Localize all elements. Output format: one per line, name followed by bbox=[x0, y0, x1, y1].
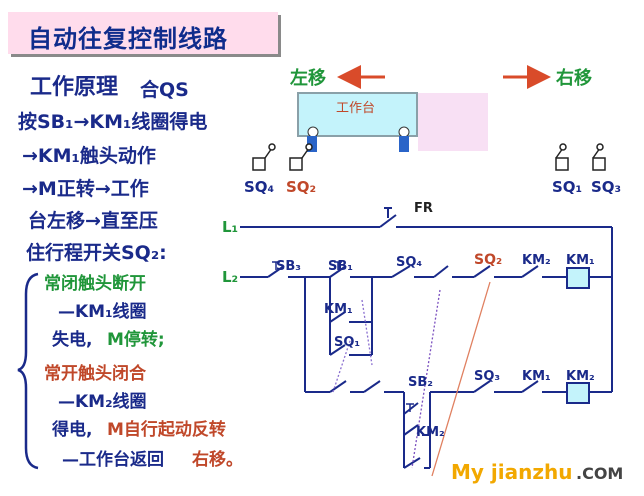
sq1-contact-label: SQ₁ bbox=[334, 335, 360, 350]
roller-left-icon bbox=[307, 126, 319, 152]
limit-switch-sq2-icon bbox=[289, 143, 313, 171]
no-line-3b: 右移。 bbox=[192, 450, 243, 470]
principle-qs: 合QS bbox=[140, 79, 189, 101]
text-line-1: 按SB₁→KM₁线圈得电 bbox=[18, 111, 208, 133]
text-line-4: 台左移→直至压 bbox=[28, 210, 158, 232]
sq4-contact-label: SQ₄ bbox=[396, 255, 422, 270]
text-line-5: 住行程开关SQ₂: bbox=[26, 242, 167, 264]
nc-line-2a: 失电, bbox=[52, 330, 93, 350]
km1-coil-label: KM₁ bbox=[566, 253, 595, 268]
sb3-label: SB₃ bbox=[276, 259, 301, 274]
coil-km1-icon bbox=[566, 267, 590, 289]
move-right-label: 右移 bbox=[556, 68, 592, 89]
nc-line-1: —KM₁线圈 bbox=[58, 302, 147, 322]
nc-heading: 常闭触头断开 bbox=[44, 274, 146, 294]
l1-label: L₁ bbox=[222, 218, 238, 236]
km2-aux-label: KM₂ bbox=[416, 425, 445, 440]
sq4-label: SQ₄ bbox=[244, 178, 274, 196]
coil-km2-icon bbox=[566, 382, 590, 404]
sq1-label: SQ₁ bbox=[552, 178, 582, 196]
curly-brace bbox=[17, 272, 39, 470]
no-heading: 常开触头闭合 bbox=[44, 364, 146, 384]
title-banner bbox=[8, 12, 278, 54]
sb1-label: SB₁ bbox=[328, 259, 353, 274]
sq2-contact-label: SQ₂ bbox=[474, 252, 502, 268]
worktable bbox=[297, 92, 418, 137]
no-line-1: —KM₂线圈 bbox=[58, 392, 147, 412]
limit-switch-sq1-icon bbox=[555, 143, 569, 171]
text-line-3: →M正转→工作 bbox=[22, 178, 149, 200]
motion-zone bbox=[418, 93, 488, 151]
sq2-label: SQ₂ bbox=[286, 178, 316, 196]
km2-contact-label: KM₂ bbox=[522, 253, 551, 268]
text-line-2: →KM₁触头动作 bbox=[22, 145, 156, 167]
nc-line-2b: M停转; bbox=[107, 330, 165, 350]
km1-contact-label: KM₁ bbox=[522, 369, 551, 384]
sq3-contact-label: SQ₃ bbox=[474, 369, 500, 384]
watermark-com: .COM bbox=[576, 464, 624, 483]
worktable-label: 工作台 bbox=[336, 101, 376, 116]
no-line-2b: M自行起动反转 bbox=[107, 420, 226, 440]
no-line-2a: 得电, bbox=[52, 420, 93, 440]
no-line-3a: —工作台返回 bbox=[62, 450, 164, 470]
km1-aux-label: KM₁ bbox=[324, 302, 353, 317]
sq3-label: SQ₃ bbox=[591, 178, 621, 196]
principle-heading: 工作原理 bbox=[30, 75, 119, 100]
fr-label: FR bbox=[414, 201, 433, 216]
page-title: 自动往复控制线路 bbox=[28, 25, 228, 53]
km2-coil-label: KM₂ bbox=[566, 369, 595, 384]
limit-switch-sq4-icon bbox=[252, 143, 276, 171]
sb2-label: SB₂ bbox=[408, 375, 433, 390]
roller-right-icon bbox=[398, 126, 410, 152]
watermark-site: My jianzhu bbox=[451, 460, 573, 484]
l2-label: L₂ bbox=[222, 268, 238, 286]
move-left-label: 左移 bbox=[290, 68, 326, 89]
limit-switch-sq3-icon bbox=[592, 143, 606, 171]
